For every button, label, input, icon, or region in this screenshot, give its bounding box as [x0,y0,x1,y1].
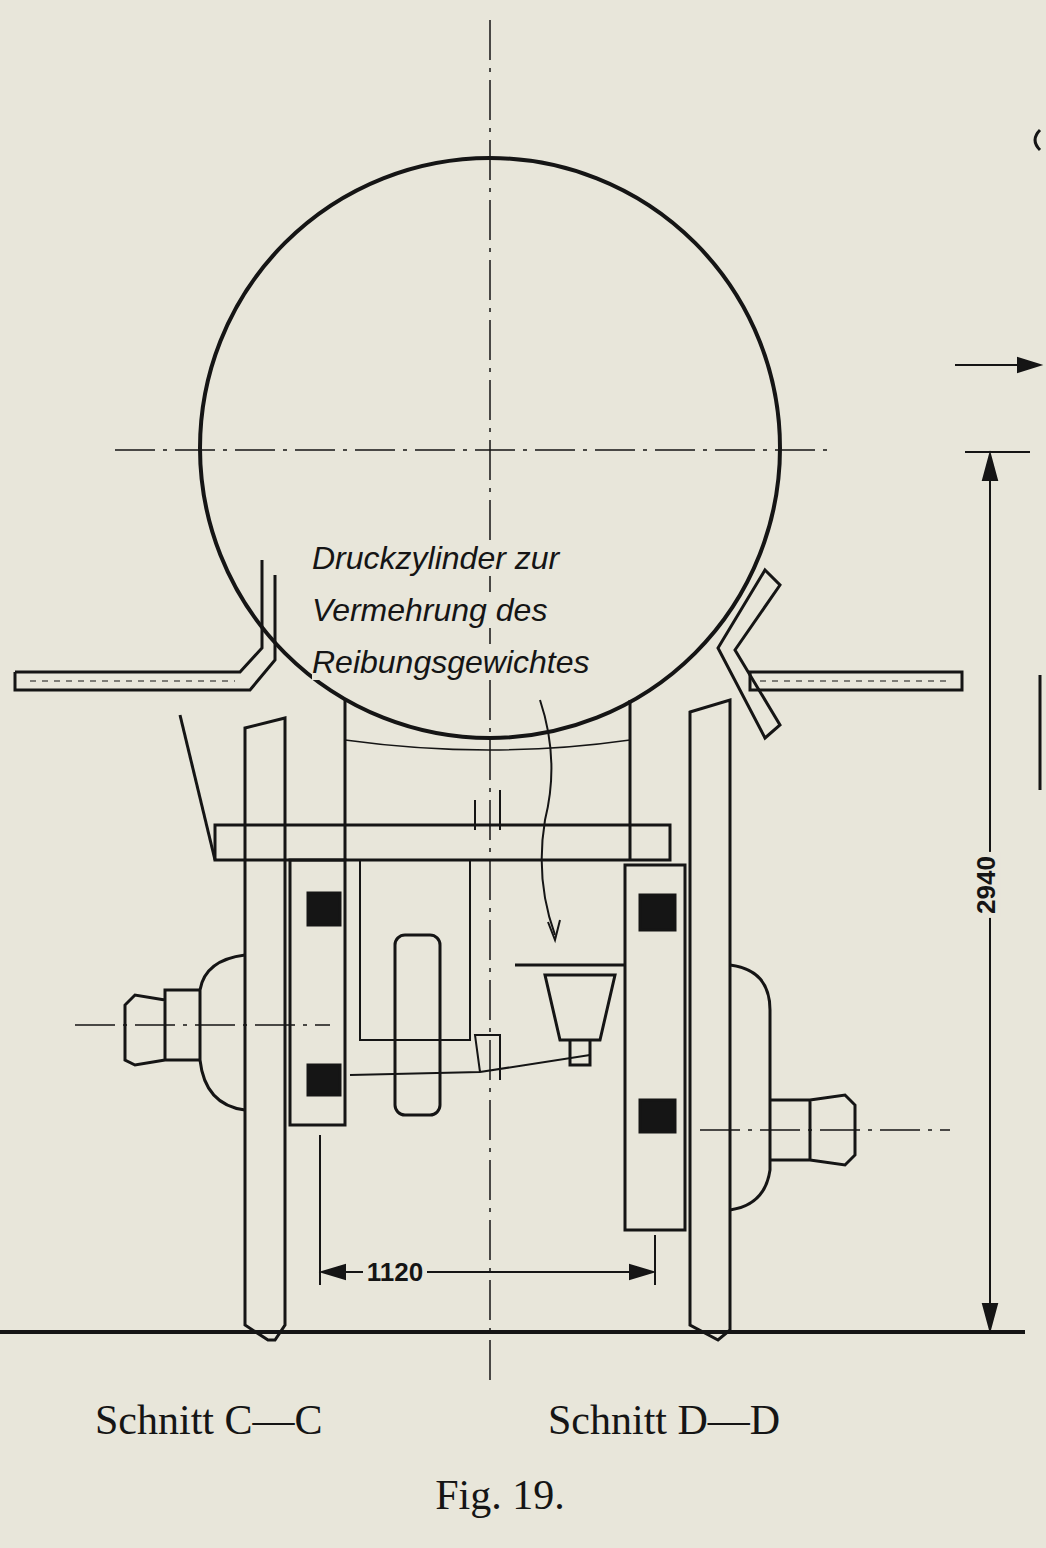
right-wheel [690,700,730,1340]
left-running-board [15,560,275,690]
right-journal [770,1095,855,1165]
boiler-saddle [345,740,630,750]
reference-arrow [1018,358,1040,372]
left-hub [200,955,245,1110]
rail-level [0,1330,1025,1334]
cross-beam [215,825,670,860]
vertical-center-line [489,20,491,1385]
mechanism [180,715,685,1230]
bearing-block [640,895,675,930]
bearing-block [308,1065,340,1095]
bearing-block [640,1100,675,1132]
extension-line [965,451,1030,453]
right-spring-box [625,865,685,1230]
note-text: Druckzylinder zur Vermehrung des Reibung… [312,540,590,680]
right-hub [730,965,770,1210]
boiler-center-line [115,449,835,451]
frame [345,700,630,860]
crank-disk [395,935,440,1115]
boiler-circle [200,158,780,738]
axle-center-line [700,1129,950,1131]
lever [350,1035,590,1080]
dimension-label: 2940 [971,852,1001,918]
extension-line [319,1135,321,1285]
board-hatching [760,681,950,682]
annotation-note: Druckzylinder zur Vermehrung des Reibung… [312,532,662,688]
left-journal [125,990,200,1065]
leader-arrow [548,920,560,940]
pin [475,790,500,830]
wheels [125,700,855,1340]
section-label: Schnitt C—C [95,1395,323,1445]
dimension-2940 [955,130,1040,1330]
board-hatching [30,681,235,682]
bearing-block [308,893,340,925]
extension-line [654,1235,656,1285]
frame-plate [345,700,630,860]
pressure-cylinder [515,965,625,1065]
brake-rod [180,715,215,860]
right-running-board [750,672,962,690]
frame-link [360,860,470,1040]
left-spring-box [290,860,345,1125]
section-label: Schnitt D—D [548,1395,780,1445]
axle-center-line [75,1024,330,1026]
right-bracket [718,570,780,738]
left-wheel [245,718,285,1340]
adjacent-figure-edge [1035,130,1040,790]
figure-caption: Fig. 19. [435,1470,565,1520]
leader-line [540,700,555,935]
center-lines [75,20,950,1385]
dimension-label: 1120 [363,1257,427,1287]
